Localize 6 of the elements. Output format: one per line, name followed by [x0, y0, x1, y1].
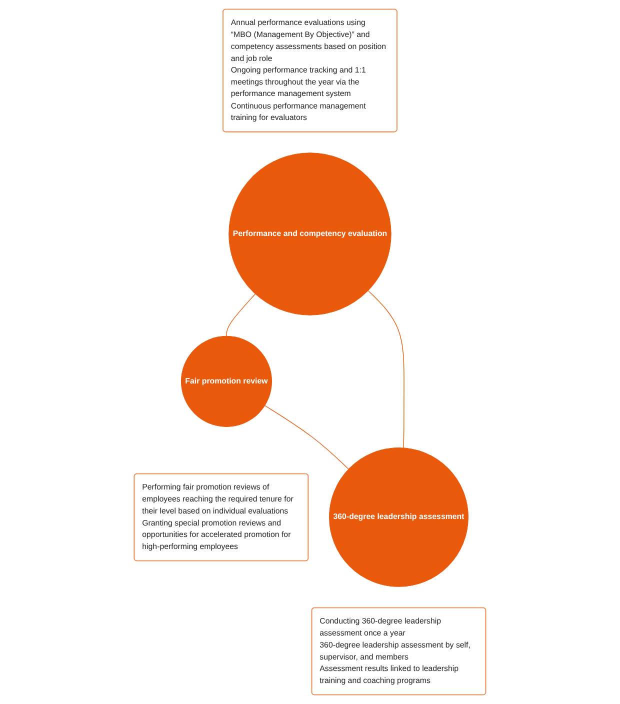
connector: [226, 294, 256, 336]
connector: [264, 405, 349, 470]
node-circle: [329, 448, 468, 587]
node-circle: [180, 336, 272, 427]
connector: [368, 290, 404, 448]
node-circle: [228, 152, 392, 316]
